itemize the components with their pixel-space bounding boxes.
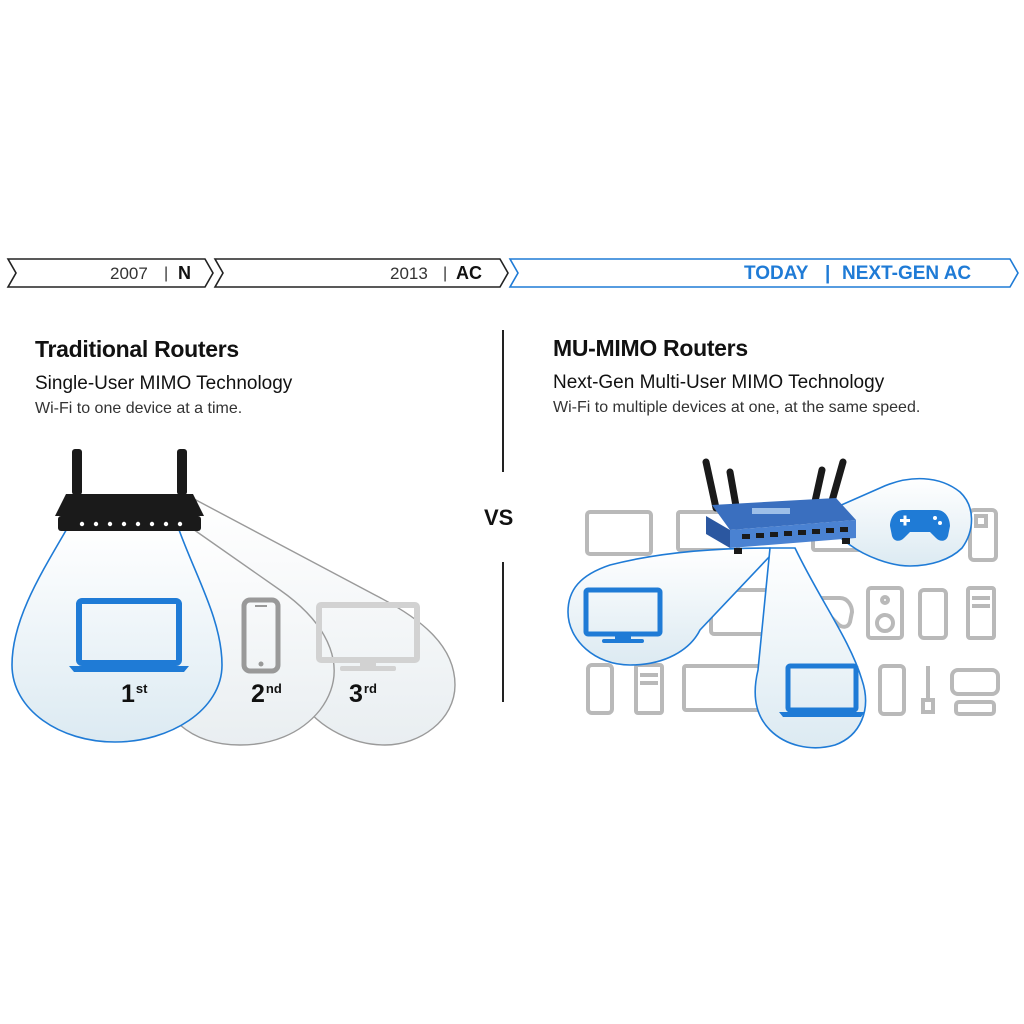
monitor-icon	[682, 664, 762, 712]
phone-icon	[918, 588, 948, 640]
timeline-separator: |	[825, 263, 831, 284]
speaker-icon	[866, 586, 904, 640]
order-label-first: 1st	[121, 682, 147, 707]
beam-to-monitor	[567, 547, 771, 666]
order-label-third: 3rd	[349, 682, 377, 707]
order-suffix: rd	[363, 681, 377, 696]
left-title: Traditional Routers	[35, 336, 239, 362]
order-number: 3	[349, 680, 363, 708]
timeline-standard-ac: AC	[456, 263, 482, 283]
gamepad-icon	[890, 510, 950, 541]
laptop-icon	[69, 598, 189, 672]
order-suffix: st	[135, 681, 148, 696]
order-label-second: 2nd	[251, 682, 282, 707]
usb-icon	[954, 700, 996, 716]
timeline-today: TODAY	[744, 263, 809, 284]
timeline-segment-2013	[213, 258, 509, 288]
monitor-icon	[583, 587, 663, 643]
beam-first	[11, 526, 223, 743]
phone-icon	[586, 663, 614, 715]
router-icon	[702, 458, 856, 554]
right-description: Wi-Fi to multiple devices at one, at the…	[553, 399, 921, 416]
timeline-year-2013: 2013	[390, 264, 428, 283]
tablet-icon	[585, 510, 653, 556]
timeline-separator: |	[443, 265, 448, 282]
laptop-icon	[779, 663, 865, 717]
smart-plug-icon	[878, 664, 906, 716]
tower-pc-icon	[966, 586, 996, 640]
order-number: 1	[121, 680, 135, 708]
media-box-icon	[950, 668, 1000, 696]
timeline-segment-2007	[6, 258, 214, 288]
single-user-beams	[11, 498, 456, 746]
timeline-standard-n: N	[178, 263, 191, 283]
order-number: 2	[251, 680, 265, 708]
smart-plug-icon	[968, 508, 998, 562]
usb-icon	[921, 666, 935, 714]
right-title: MU-MIMO Routers	[553, 335, 748, 361]
timeline-segment-today	[508, 258, 1019, 288]
timeline-bar	[6, 258, 1019, 288]
tower-pc-icon	[634, 663, 664, 715]
timeline-separator: |	[164, 265, 169, 282]
left-subtitle: Single-User MIMO Technology	[35, 373, 293, 394]
timeline-year-2007: 2007	[110, 264, 148, 283]
router-icon	[55, 449, 204, 531]
order-suffix: nd	[265, 681, 282, 696]
left-description: Wi-Fi to one device at a time.	[35, 400, 243, 417]
monitor-icon	[316, 602, 420, 671]
vs-label: VS	[484, 505, 514, 530]
phone-icon	[241, 597, 281, 674]
right-subtitle: Next-Gen Multi-User MIMO Technology	[553, 372, 885, 393]
timeline-next-gen-ac: NEXT-GEN AC	[842, 263, 972, 284]
beam-to-laptop	[754, 547, 867, 749]
